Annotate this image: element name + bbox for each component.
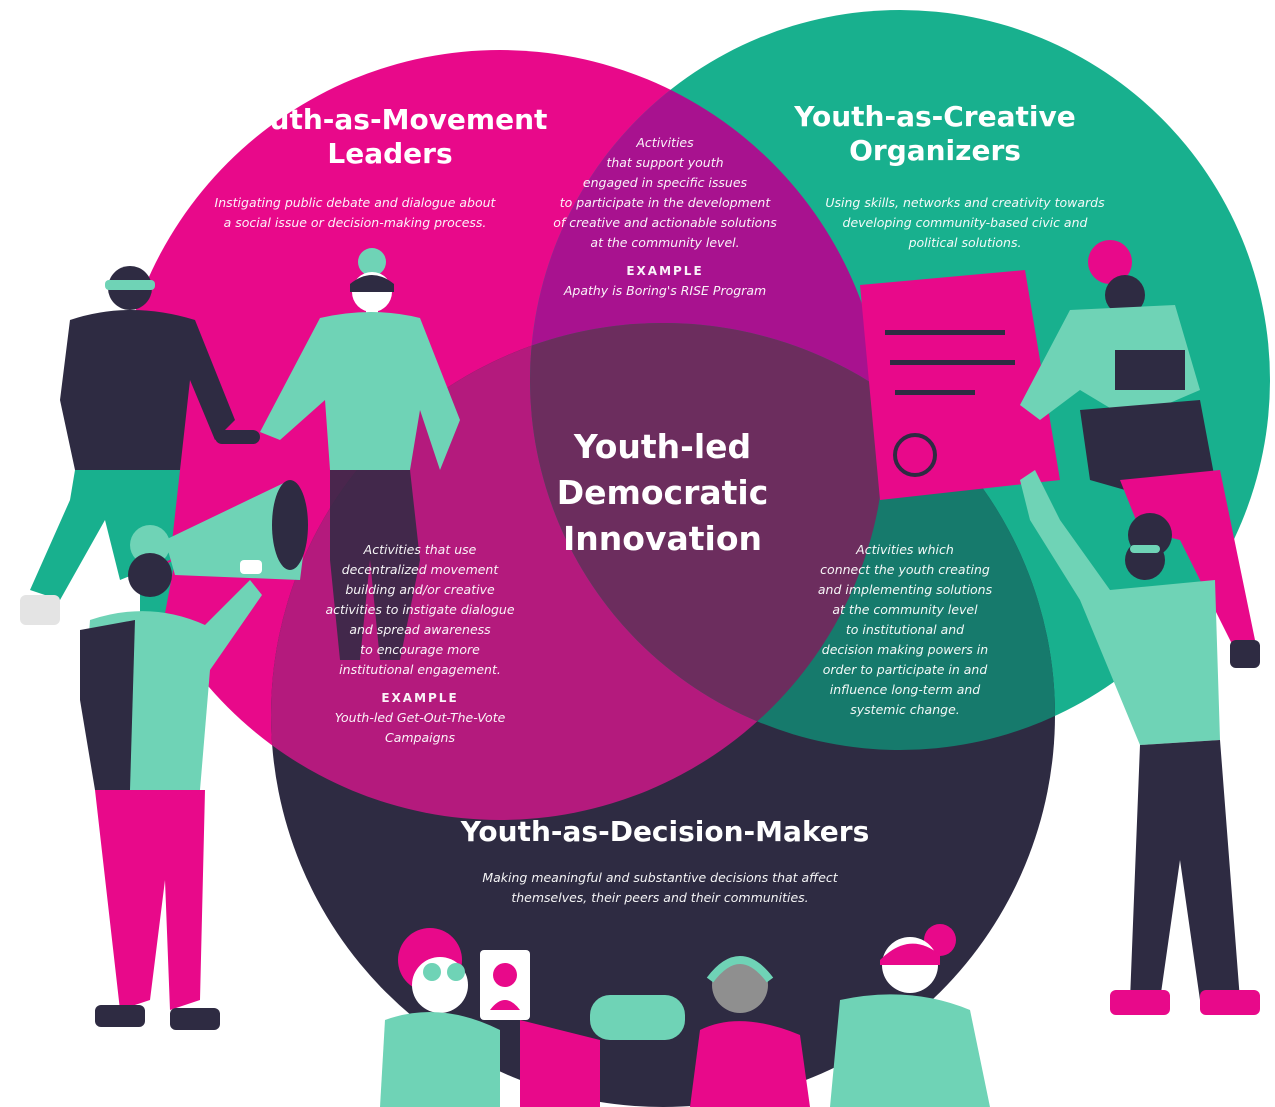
example-text-left-1: Youth-led Get-Out-The-Vote bbox=[334, 710, 506, 725]
desc-creative-organizers: Using skills, networks and creativity to… bbox=[825, 195, 1105, 250]
figure-person-with-paper bbox=[860, 240, 1260, 668]
title-creative-organizers: Youth-as-Creative Organizers bbox=[794, 100, 1076, 167]
figure-bottom-glasses-person bbox=[380, 928, 500, 1107]
center-title: Youth-led Democratic Innovation bbox=[556, 427, 769, 558]
overlap-right-text: Activities which connect the youth creat… bbox=[817, 542, 993, 717]
figure-megaphone-person bbox=[80, 480, 308, 1030]
figure-bottom-speech-bubble bbox=[590, 995, 685, 1040]
desc-decision-makers: Making meaningful and substantive decisi… bbox=[482, 870, 838, 905]
figure-woman-bun bbox=[260, 248, 460, 660]
overlap-top-text: Activities that support youth engaged in… bbox=[535, 133, 795, 301]
example-label-left: EXAMPLE bbox=[381, 691, 459, 705]
overlap-left-text: Activities that use decentralized moveme… bbox=[300, 540, 540, 748]
example-text-top: Apathy is Boring's RISE Program bbox=[563, 283, 767, 298]
figure-bottom-phone-person bbox=[480, 950, 600, 1107]
title-decision-makers: Youth-as-Decision-Makers bbox=[460, 815, 870, 848]
figure-bottom-headphones-person bbox=[690, 956, 810, 1107]
title-movement-leaders: Youth-as-Movement Leaders bbox=[232, 103, 548, 170]
example-text-left-2: Campaigns bbox=[384, 730, 455, 745]
example-label-top: EXAMPLE bbox=[626, 264, 704, 278]
figure-bottom-bun-person bbox=[830, 924, 990, 1107]
desc-movement-leaders: Instigating public debate and dialogue a… bbox=[214, 195, 496, 230]
figure-bearded-person bbox=[1020, 470, 1260, 1015]
